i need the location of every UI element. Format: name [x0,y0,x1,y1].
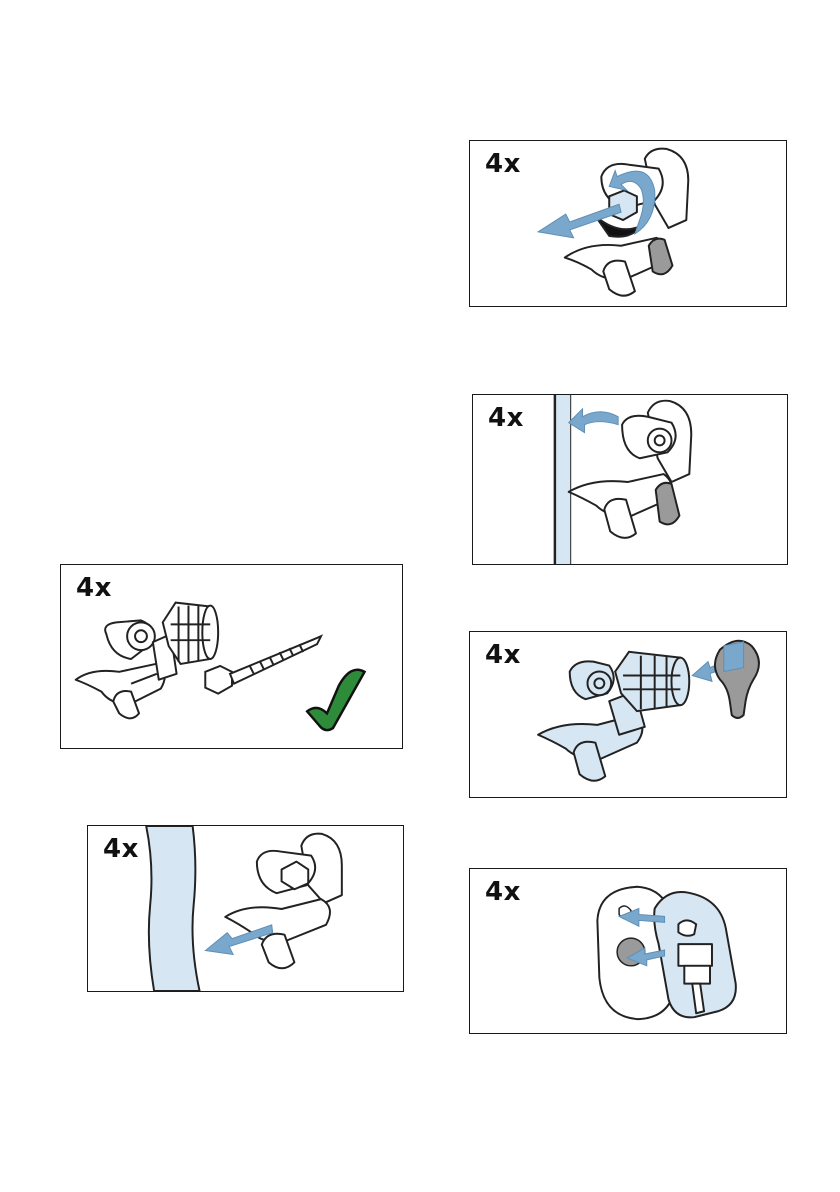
step-panel-insert-dowel: 4x [469,631,787,798]
bracket-dowel-screw-illustration [61,565,402,748]
arrow-icon [569,409,618,433]
bracket-wall-removal-illustration [473,395,787,564]
unscrew-illustration [470,141,786,306]
wall-icon [555,395,571,564]
bracket-dowel-keyhole-illustration [470,632,786,797]
step-panel-unscrew: 4x [469,140,787,307]
wall-bracket-icon [225,834,342,969]
step-panel-bracket-to-wall: 4x [87,825,404,992]
mounting-plate-illustration [470,869,786,1033]
wall-bracket-icon [76,620,177,718]
step-panel-attach-plate: 4x [469,868,787,1034]
checkmark-icon [307,670,364,730]
step-panel-dowel-screw: 4x [60,564,403,749]
keyhole-plate-icon [715,641,759,718]
bracket-wall-illustration [88,826,403,991]
step-panel-remove-from-wall: 4x [472,394,788,565]
screw-icon [205,636,321,693]
wall-icon [146,826,199,991]
